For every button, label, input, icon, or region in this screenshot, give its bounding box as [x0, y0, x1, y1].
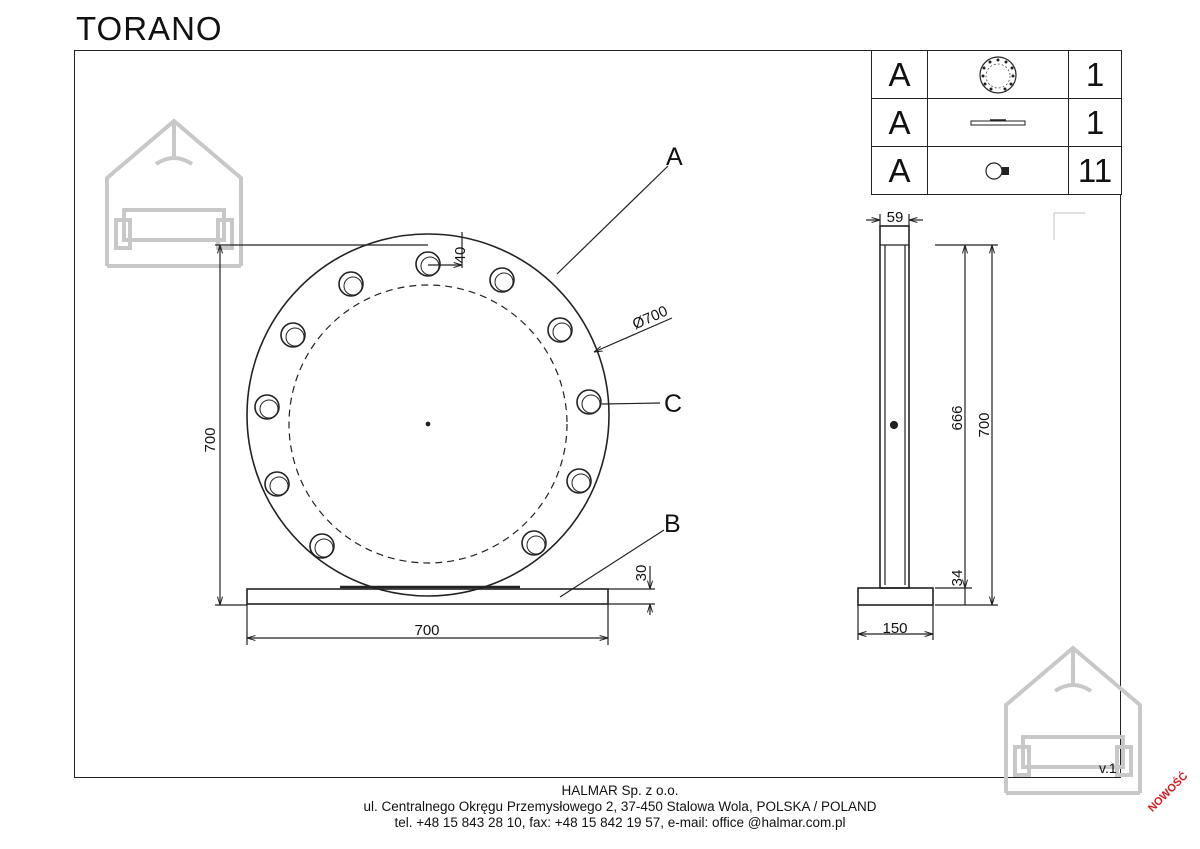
footer-contact: tel. +48 15 843 28 10, fax: +48 15 842 1… [394, 815, 846, 830]
bulb-inner [552, 322, 572, 342]
round-mirror-icon [979, 55, 1017, 94]
footer-address: ul. Centralnego Okręgu Przemysłowego 2, … [363, 799, 877, 814]
part-letter: A [871, 98, 928, 147]
dim-side-total-height: 700 [976, 412, 993, 437]
mirror-glass-dashed [288, 284, 568, 564]
dim-bulb-offset: 40 [452, 247, 469, 264]
bulb [254, 394, 280, 420]
bulb [338, 271, 364, 297]
version-label: v.1 [1099, 760, 1117, 776]
bulb [309, 533, 335, 559]
bulb-inner [314, 538, 334, 558]
bulb-inner [343, 276, 363, 296]
bulb-inner [494, 272, 514, 292]
bulb-inner [285, 327, 305, 347]
bulb [280, 322, 306, 348]
bulb-inner [526, 535, 546, 555]
part-letter: A [871, 50, 928, 99]
side-base [857, 587, 934, 606]
parts-row: A 1 [871, 50, 1122, 99]
part-qty: 1 [1068, 98, 1122, 147]
bulb [521, 530, 547, 556]
dim-base-width: 700 [414, 622, 439, 639]
part-qty: 1 [1068, 50, 1122, 99]
bulb [566, 468, 592, 494]
bulb [415, 251, 441, 277]
callout-b: B [664, 510, 681, 538]
bulb-icon [985, 161, 1009, 180]
part-letter: A [871, 146, 928, 195]
parts-table: A 1 A 1 A [871, 50, 1122, 195]
parts-row: A 1 [871, 98, 1122, 147]
callout-c: C [664, 390, 682, 418]
product-title: TORANO [76, 10, 223, 47]
base-plate [246, 588, 609, 605]
callout-a: A [666, 143, 683, 171]
bulb-inner [581, 394, 601, 414]
dim-diameter: Ø700 [630, 303, 670, 333]
dim-base-height: 30 [633, 565, 650, 582]
dim-side-inner-height: 666 [949, 405, 966, 430]
bulb-inner [269, 476, 289, 496]
mirror-center-point [425, 421, 431, 427]
bulb-inner [420, 256, 440, 276]
dim-side-base-width: 150 [882, 620, 907, 637]
bulb-inner [259, 399, 279, 419]
bulb [547, 317, 573, 343]
company-footer: HALMAR Sp. z o.o. ul. Centralnego Okręgu… [0, 783, 1200, 831]
footer-company: HALMAR Sp. z o.o. [561, 783, 679, 798]
dim-overall-height: 700 [202, 427, 219, 452]
drawing-frame [74, 50, 1121, 778]
dim-side-top-width: 59 [887, 209, 904, 226]
bulb [489, 267, 515, 293]
bulb [264, 471, 290, 497]
dim-side-base-height: 34 [949, 570, 966, 587]
base-plate-icon [970, 118, 1026, 125]
bulb-group [254, 251, 602, 559]
bulb [576, 389, 602, 415]
bulb-inner [571, 473, 591, 493]
mirror-outline [246, 233, 610, 597]
part-qty: 11 [1068, 146, 1122, 195]
house-logo-watermark-bottom [1004, 645, 1142, 795]
parts-row: A 11 [871, 146, 1122, 195]
side-switch [889, 420, 899, 430]
